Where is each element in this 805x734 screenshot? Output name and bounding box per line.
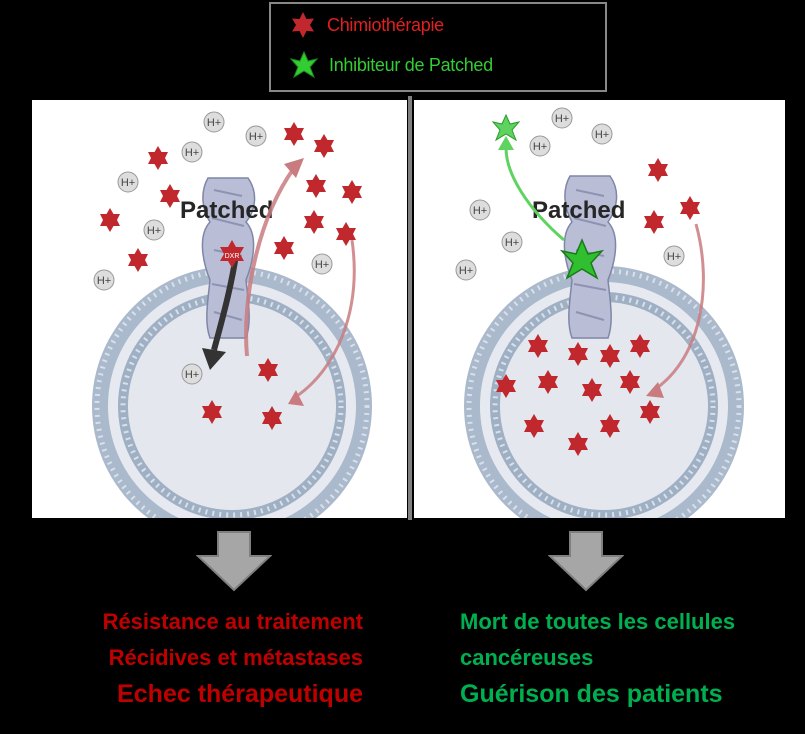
patched-label: Patched [180,197,273,224]
svg-text:H+: H+ [555,113,569,125]
chemo-star-icon [289,10,317,40]
left-outcome: Résistance au traitement Récidives et mé… [103,604,363,712]
svg-text:H+: H+ [121,177,135,189]
svg-text:H+: H+ [595,129,609,141]
svg-text:H+: H+ [505,237,519,249]
svg-text:H+: H+ [315,259,329,271]
right-panel-inhibition: Patched H+ H+ H+ H+ H+ H+ H+ [414,100,785,518]
right-outcome-line1: Mort de toutes les cellules [460,604,735,640]
svg-text:H+: H+ [249,131,263,143]
left-outcome-line3: Echec thérapeutique [103,676,363,712]
svg-text:H+: H+ [459,265,473,277]
svg-text:H+: H+ [185,369,199,381]
svg-text:H+: H+ [473,205,487,217]
left-outcome-line1: Résistance au traitement [103,604,363,640]
legend-box: Chimiothérapie Inhibiteur de Patched [269,2,607,92]
left-panel-resistance: Patched H+ H+ H+ H+ H+ H+ H+ H+ [32,100,407,518]
down-arrow-left-icon [196,530,272,592]
legend-inhibitor: Inhibiteur de Patched [289,50,493,80]
patched-label: Patched [532,197,625,224]
svg-text:H+: H+ [667,251,681,263]
down-arrow-right-icon [548,530,624,592]
left-outcome-line2: Récidives et métastases [103,640,363,676]
svg-text:H+: H+ [147,225,161,237]
inhibitor-arrow [498,136,514,150]
right-outcome-line3: Guérison des patients [460,676,735,712]
drug-label: DXR [225,253,240,260]
inhibitor-star-icon [289,50,319,80]
right-outcome-line2: cancéreuses [460,640,735,676]
legend-chemo-label: Chimiothérapie [327,15,444,36]
legend-chemo: Chimiothérapie [289,10,444,40]
svg-text:H+: H+ [185,147,199,159]
panel-divider [408,96,412,520]
right-outcome: Mort de toutes les cellules cancéreuses … [460,604,735,712]
right-cell-diagram: Patched H+ H+ H+ H+ H+ H+ H+ [414,100,785,518]
left-cell-diagram: Patched H+ H+ H+ H+ H+ H+ H+ H+ [32,100,407,518]
svg-text:H+: H+ [97,275,111,287]
svg-text:H+: H+ [533,141,547,153]
legend-inhibitor-label: Inhibiteur de Patched [329,55,493,76]
svg-text:H+: H+ [207,117,221,129]
